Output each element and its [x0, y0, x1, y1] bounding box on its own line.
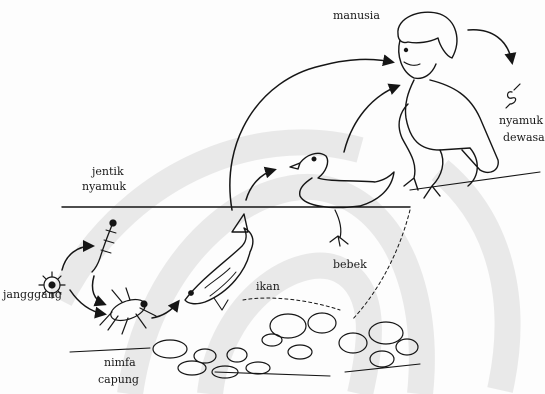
label-human: manusia: [333, 9, 380, 22]
label-adult-mosquito-1: nyamuk: [499, 114, 543, 127]
label-larva-2: nyamuk: [82, 180, 126, 193]
label-adult-mosquito-2: dewasa: [503, 131, 545, 144]
label-fungus: jangggang: [1, 288, 62, 301]
adult-mosquito-icon: [506, 84, 520, 108]
arrow-human-to-mosquito: [468, 30, 512, 62]
arrow-larva-to-nymph: [92, 276, 104, 304]
label-duck: bebek: [333, 258, 367, 271]
label-fish: ikan: [256, 280, 280, 293]
label-larva-1: jentik: [90, 165, 124, 178]
label-nymph-2: capung: [98, 373, 139, 386]
label-nymph-1: nimfa: [104, 356, 136, 369]
